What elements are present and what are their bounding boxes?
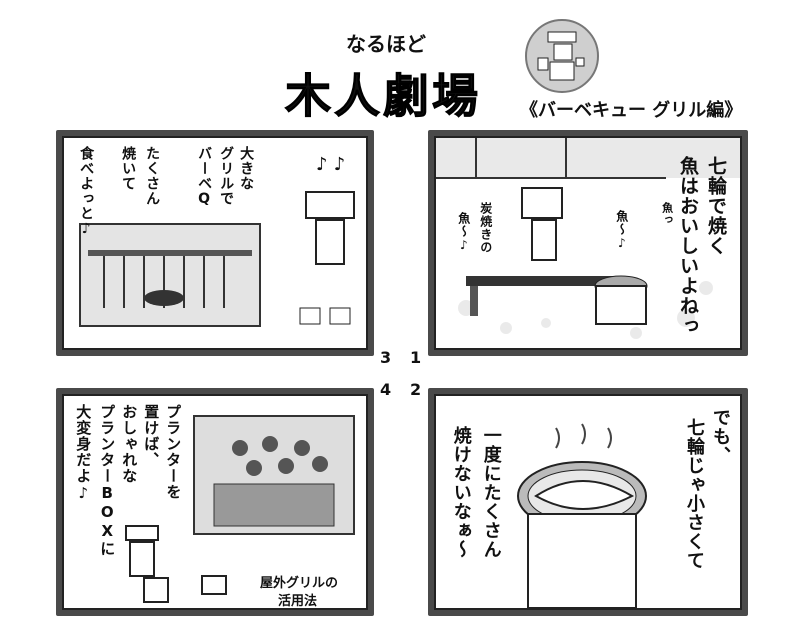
panel-2: でも、 七輪じゃ小さくて 一度にたくさん 焼けないなぁ〜	[428, 388, 748, 616]
panel-4-line-5: 大変身だよ♪	[74, 404, 93, 503]
panel-1-art	[436, 138, 740, 339]
panel-4-line-2: 置けば、	[142, 404, 161, 468]
panel-number-2: 2	[410, 380, 422, 399]
panel-2-line-3: 一度にたくさん	[480, 426, 502, 559]
panel-4-line-4: プランターBOXに	[98, 404, 117, 557]
panel-2-art	[517, 423, 647, 608]
panel-2-line-4: 焼けないなぁ〜	[450, 426, 472, 559]
panel-1-sfx-c: 炭焼きの	[478, 202, 493, 254]
panel-3-line-2: グリルで	[218, 146, 235, 206]
panel-3-line-1: 大きな	[238, 146, 255, 191]
panel-number-3: 3	[380, 348, 392, 367]
panel-number-4: 4	[380, 380, 392, 399]
episode-title: 《バーベキュー グリル編》	[520, 100, 743, 121]
panel-3: ♪ ♪ 大きな グリルで バーベQ たくさん 焼いて 食べよっと♪	[56, 130, 374, 356]
page-title: 木人劇場	[285, 69, 481, 124]
panel-4: プランターを 置けば、 おしゃれな プランターBOXに 大変身だよ♪ 屋外グリル…	[56, 388, 374, 616]
panel-3-line-6: 食べよっと♪	[78, 146, 95, 238]
panel-1-sfx-d: 魚〜♪	[456, 212, 471, 253]
panel-3-music-notes: ♪ ♪	[316, 154, 346, 175]
header-subtitle: なるほど	[346, 32, 426, 56]
panel-1-sfx-b: 魚〜♪	[614, 210, 629, 251]
panel-3-line-4: たくさん	[144, 146, 161, 206]
panel-3-line-5: 焼いて	[120, 146, 137, 191]
panel-3-line-3: バーベQ	[196, 146, 213, 208]
panel-1-line-2: 魚はおいしいよねっ	[677, 156, 699, 336]
panel-4-tag: 屋外グリルの	[260, 576, 339, 591]
panel-1: 七輪で焼く 魚はおいしいよねっ 魚っ 魚〜♪ 炭焼きの 魚〜♪	[428, 130, 748, 356]
panel-3-art	[79, 191, 355, 327]
panel-4-tag-2: 活用法	[278, 594, 318, 609]
panel-2-line-2: 七輪じゃ小さくて	[684, 418, 705, 570]
mascot-logo	[524, 18, 600, 94]
panel-4-line-3: おしゃれな	[120, 404, 139, 484]
panel-4-line-1: プランターを	[164, 404, 183, 500]
panel-1-sfx-a: 魚っ	[660, 202, 674, 226]
panel-1-line-1: 七輪で焼く	[705, 156, 727, 256]
panel-4-art	[125, 415, 355, 603]
panel-number-1: 1	[410, 348, 422, 367]
panel-2-line-1: でも、	[710, 408, 731, 465]
